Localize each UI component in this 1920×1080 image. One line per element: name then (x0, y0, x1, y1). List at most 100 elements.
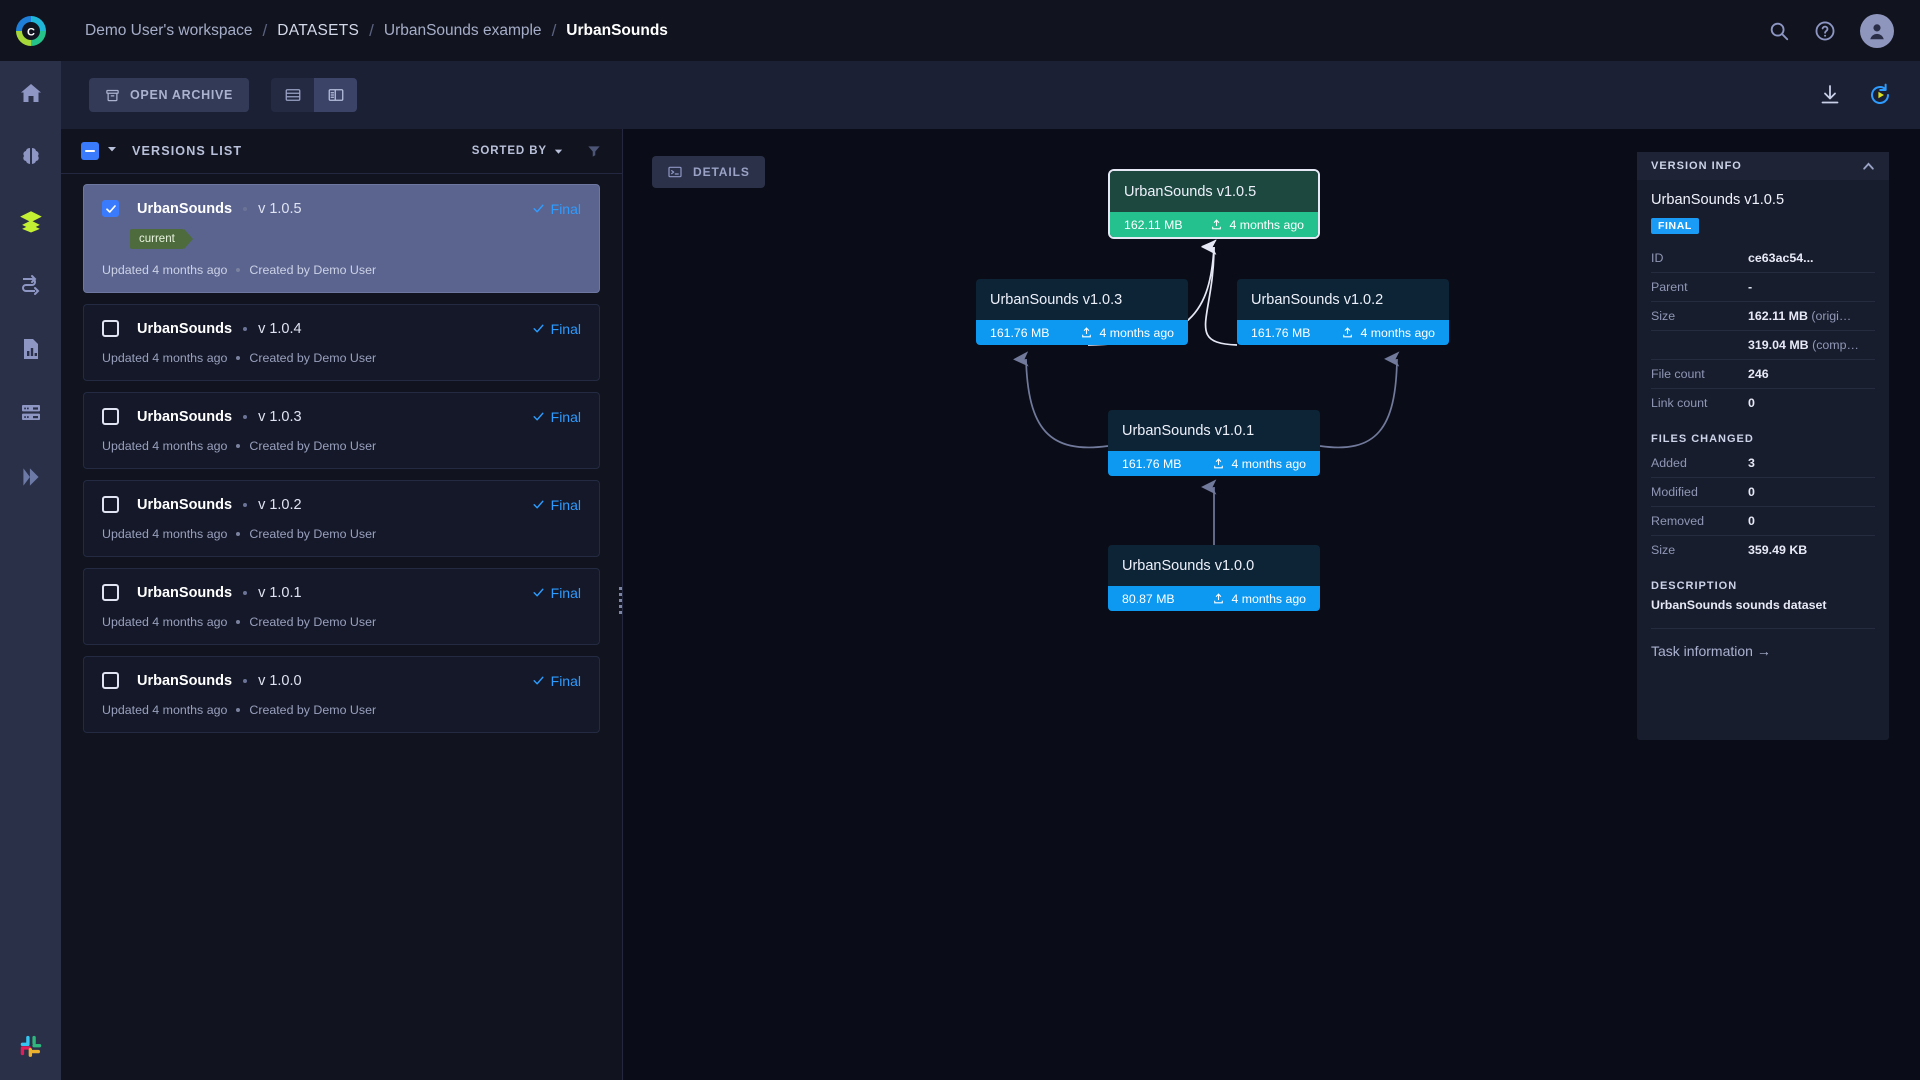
info-field-row: Size 162.11 MB (origi… (1651, 301, 1875, 330)
sidebar-item-resources[interactable] (0, 381, 61, 445)
task-information-link[interactable]: Task information → (1651, 628, 1875, 659)
open-archive-label: OPEN ARCHIVE (130, 88, 234, 102)
version-checkbox[interactable] (102, 672, 119, 689)
graph-node-age: 4 months ago (1080, 326, 1174, 340)
sidebar-item-datasets[interactable] (0, 189, 61, 253)
info-field-value: 359.49 KB (1748, 543, 1808, 557)
description-text: UrbanSounds sounds dataset (1651, 598, 1827, 612)
list-view-button[interactable] (271, 78, 314, 112)
details-button[interactable]: DETAILS (652, 156, 765, 188)
status-label: Final (550, 320, 581, 337)
version-checkbox[interactable] (102, 496, 119, 513)
info-field-key: Size (1651, 309, 1676, 323)
breadcrumb-separator: / (551, 20, 557, 40)
upload-arrow-icon (1343, 327, 1353, 338)
layers-icon (19, 211, 42, 233)
separator-dot (243, 502, 248, 507)
help-button[interactable] (1814, 20, 1836, 42)
download-button[interactable] (1818, 83, 1842, 107)
slack-icon (20, 1035, 41, 1057)
version-item-version: v 1.0.0 (258, 672, 302, 689)
search-button[interactable] (1768, 20, 1790, 42)
breadcrumb-item-datasets[interactable]: DATASETS (277, 21, 360, 39)
info-field-value: ce63ac54... (1748, 251, 1814, 265)
version-item-version: v 1.0.1 (258, 584, 302, 601)
sorted-by-button[interactable]: SORTED BY (472, 145, 564, 157)
sidebar-item-reports[interactable] (0, 317, 61, 381)
graph-node-age: 4 months ago (1341, 326, 1435, 340)
sidebar-item-slack[interactable] (0, 1010, 61, 1080)
filter-button[interactable] (586, 143, 602, 159)
info-field-suffix: (comp… (1812, 338, 1859, 352)
user-avatar-icon (1870, 23, 1884, 39)
separator-dot (236, 268, 241, 272)
info-field-row: Size 359.49 KB (1651, 535, 1875, 564)
version-created-by: Created by Demo User (249, 615, 377, 629)
version-updated: Updated 4 months ago (102, 703, 228, 717)
sidebar-item-pipelines[interactable] (0, 253, 61, 317)
clearml-logo[interactable]: C (0, 0, 61, 61)
upload-arrow-icon (1214, 593, 1224, 604)
status-badge: Final (532, 497, 581, 513)
info-field-value: 0 (1748, 514, 1755, 528)
breadcrumb-separator: / (262, 20, 268, 40)
version-created-by: Created by Demo User (249, 439, 377, 453)
info-field-value: 162.11 MB (origi… (1748, 309, 1852, 323)
check-icon (533, 324, 544, 333)
select-all-dropdown[interactable] (106, 142, 118, 160)
graph-node-age: 4 months ago (1212, 592, 1306, 606)
select-all-checkbox[interactable] (81, 142, 99, 160)
collapse-panel-button[interactable] (1862, 160, 1875, 173)
version-checkbox[interactable] (102, 408, 119, 425)
open-archive-button[interactable]: OPEN ARCHIVE (89, 78, 250, 112)
split-view-button[interactable] (314, 78, 358, 112)
info-field-value: 319.04 MB (comp… (1748, 338, 1859, 352)
help-circle-icon (1815, 21, 1835, 40)
status-badge: Final (532, 585, 581, 601)
version-tag: current (130, 229, 193, 249)
avatar[interactable] (1860, 13, 1894, 48)
info-field-key: Size (1651, 543, 1676, 557)
graph-node-age-label: 4 months ago (1229, 217, 1304, 232)
version-created-by: Created by Demo User (249, 263, 377, 277)
version-checkbox[interactable] (102, 200, 119, 217)
graph-node-size: 161.76 MB (1251, 325, 1311, 340)
sidebar-item-home[interactable] (0, 61, 61, 125)
sidebar-item-orchestration[interactable] (0, 445, 61, 509)
separator-dot (243, 414, 248, 419)
sidebar-item-projects[interactable] (0, 125, 61, 189)
upload-arrow-icon (1214, 458, 1224, 469)
versions-panel-header: VERSIONS LIST SORTED BY (61, 129, 622, 174)
orchestration-icon (22, 468, 39, 486)
breadcrumb-item-workspace[interactable]: Demo User's workspace (85, 21, 253, 39)
svg-text:C: C (27, 26, 35, 38)
version-checkbox[interactable] (102, 320, 119, 337)
info-field-value: 246 (1748, 367, 1769, 381)
version-info-title: VERSION INFO (1651, 160, 1742, 172)
run-button[interactable] (1868, 83, 1892, 107)
toolbar-actions (1818, 83, 1892, 107)
breadcrumb-item-project[interactable]: UrbanSounds example (383, 21, 542, 39)
version-checkbox[interactable] (102, 584, 119, 601)
separator-dot (236, 708, 241, 712)
version-item-name: UrbanSounds (137, 496, 233, 513)
